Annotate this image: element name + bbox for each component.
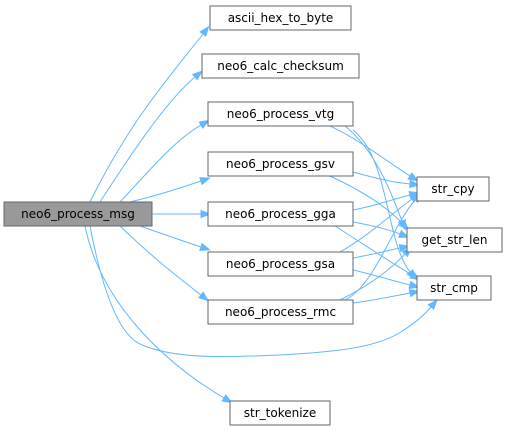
edge-root-to-gsa <box>139 225 211 251</box>
node-gsa-label: neo6_process_gsa <box>226 257 335 271</box>
node-rmc-box <box>207 299 354 325</box>
edge-root-to-vtg <box>119 119 210 203</box>
edge-line <box>344 125 403 222</box>
edge-vtg-to-cpy <box>329 125 419 182</box>
edge-root-to-ascii <box>89 25 210 203</box>
node-gsv[interactable]: neo6_process_gsv <box>207 151 354 177</box>
edge-arrowhead <box>398 219 410 231</box>
edge-gsv-to-cpy <box>352 171 421 189</box>
node-ascii-label: ascii_hex_to_byte <box>228 11 334 25</box>
edge-line <box>139 225 202 248</box>
node-rmc-label: neo6_process_rmc <box>225 305 336 319</box>
edge-arrowhead <box>408 280 421 289</box>
node-gga-box <box>207 201 354 227</box>
edge-line <box>352 269 411 286</box>
edge-line <box>352 292 411 304</box>
node-cpy-box <box>416 176 490 202</box>
edge-line <box>339 198 413 253</box>
edge-line <box>119 225 202 296</box>
edge-line <box>89 225 432 358</box>
edge-arrowhead <box>199 25 210 37</box>
edge-line <box>99 76 196 203</box>
node-gsv-box <box>207 151 354 177</box>
edge-line <box>344 199 416 301</box>
node-gsa[interactable]: neo6_process_gsa <box>207 251 354 277</box>
edge-rmc-to-cmp <box>352 288 421 304</box>
edge-vtg-to-cmp <box>352 129 417 281</box>
node-tok[interactable]: str_tokenize <box>229 400 331 426</box>
edge-arrowhead <box>198 291 210 302</box>
edge-line <box>339 253 406 301</box>
node-cmp[interactable]: str_cmp <box>416 275 492 301</box>
node-root-box <box>3 201 153 227</box>
node-vtg-box <box>207 101 354 127</box>
node-rmc[interactable]: neo6_process_rmc <box>207 299 354 325</box>
node-gga-label: neo6_process_gga <box>225 207 336 221</box>
node-vtg-label: neo6_process_vtg <box>227 107 335 121</box>
node-gsa-box <box>207 251 354 277</box>
edge-arrowhead <box>199 242 211 251</box>
edge-arrowhead <box>409 179 421 189</box>
edge-line <box>89 33 204 203</box>
edge-root-to-gsv <box>129 177 211 203</box>
node-gsv-label: neo6_process_gsv <box>226 157 335 171</box>
node-calc-label: neo6_calc_checksum <box>217 59 344 73</box>
edge-line <box>352 221 401 235</box>
node-root[interactable]: neo6_process_msg <box>3 201 153 227</box>
edge-arrowhead <box>191 70 203 81</box>
edge-arrowhead <box>407 172 419 182</box>
edge-line <box>352 171 411 185</box>
node-len-label: get_str_len <box>422 233 488 247</box>
node-calc[interactable]: neo6_calc_checksum <box>201 53 360 79</box>
edge-line <box>84 225 225 399</box>
edge-root-to-tok <box>84 225 233 404</box>
edge-gsv-to-len <box>329 175 410 231</box>
edge-line <box>129 180 202 203</box>
nodes: neo6_process_msg ascii_hex_to_byte neo6_… <box>3 5 503 426</box>
node-ascii-box <box>209 5 352 31</box>
edge-arrowhead <box>427 299 438 311</box>
edge-gsa-to-cmp <box>352 269 421 289</box>
edges <box>84 25 438 404</box>
edge-arrowhead <box>398 243 411 253</box>
edge-arrowhead <box>198 119 210 129</box>
node-cmp-label: str_cmp <box>430 281 478 295</box>
node-len[interactable]: get_str_len <box>406 227 503 253</box>
node-tok-box <box>229 400 331 426</box>
edge-root-to-calc <box>99 70 203 203</box>
edge-line <box>329 125 411 177</box>
edge-line <box>352 129 411 273</box>
node-calc-box <box>201 53 360 79</box>
edge-root-to-cmp <box>89 225 438 358</box>
edge-line <box>352 247 401 259</box>
node-cpy-label: str_cpy <box>431 182 474 196</box>
node-root-label: neo6_process_msg <box>21 207 135 221</box>
edge-arrowhead <box>397 229 410 238</box>
edge-arrowhead <box>200 209 212 219</box>
edge-root-to-rmc <box>119 225 210 302</box>
node-gga[interactable]: neo6_process_gga <box>207 201 354 227</box>
edge-line <box>329 175 403 224</box>
edge-root-to-gga <box>152 209 212 219</box>
edge-arrowhead <box>221 394 233 404</box>
edge-line <box>352 194 411 211</box>
node-cpy[interactable]: str_cpy <box>416 176 490 202</box>
edge-gsa-to-len <box>352 243 411 259</box>
edge-line <box>119 124 202 203</box>
edge-arrowhead <box>199 177 211 186</box>
edge-gga-to-len <box>352 221 410 238</box>
node-cmp-box <box>416 275 492 301</box>
node-ascii[interactable]: ascii_hex_to_byte <box>209 5 352 31</box>
node-len-box <box>406 227 503 253</box>
node-tok-label: str_tokenize <box>244 406 316 420</box>
node-vtg[interactable]: neo6_process_vtg <box>207 101 354 127</box>
edge-arrowhead <box>408 288 421 298</box>
